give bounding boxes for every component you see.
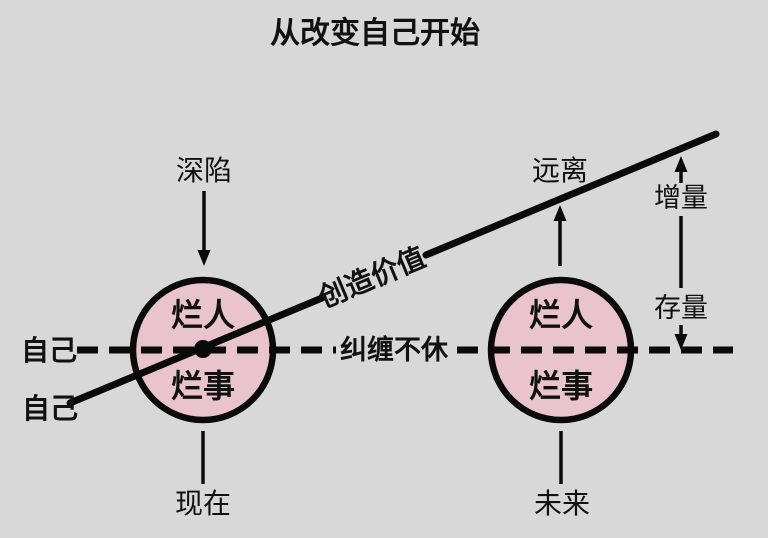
dashed-line-label: 纠缠不休 <box>340 334 449 365</box>
intersection-dot <box>194 340 212 358</box>
axis-label-self-lower: 自己 <box>22 393 78 425</box>
increment-arrowhead-up-icon <box>674 156 688 172</box>
diagram-title: 从改变自己开始 <box>270 16 480 50</box>
present-label: 现在 <box>175 488 231 520</box>
stock-arrowhead-down-icon <box>674 334 688 350</box>
axis-label-self-upper: 自己 <box>21 335 77 367</box>
present-circle-top-text: 烂人 <box>171 297 235 333</box>
move-away-label: 远离 <box>532 155 588 187</box>
move-away-arrowhead-up-icon <box>553 205 567 221</box>
present-circle-bottom-text: 烂事 <box>171 368 235 404</box>
future-circle-top-text: 烂人 <box>529 297 593 333</box>
increment-label: 增量 <box>654 183 708 213</box>
future-label: 未来 <box>534 488 590 520</box>
deep-trap-label: 深陷 <box>176 155 232 187</box>
diagonal-line-upper-segment <box>422 130 720 259</box>
future-circle-bottom-text: 烂事 <box>529 368 593 404</box>
stock-label: 存量 <box>654 293 708 323</box>
deep-trap-arrowhead-down-icon <box>197 250 211 266</box>
